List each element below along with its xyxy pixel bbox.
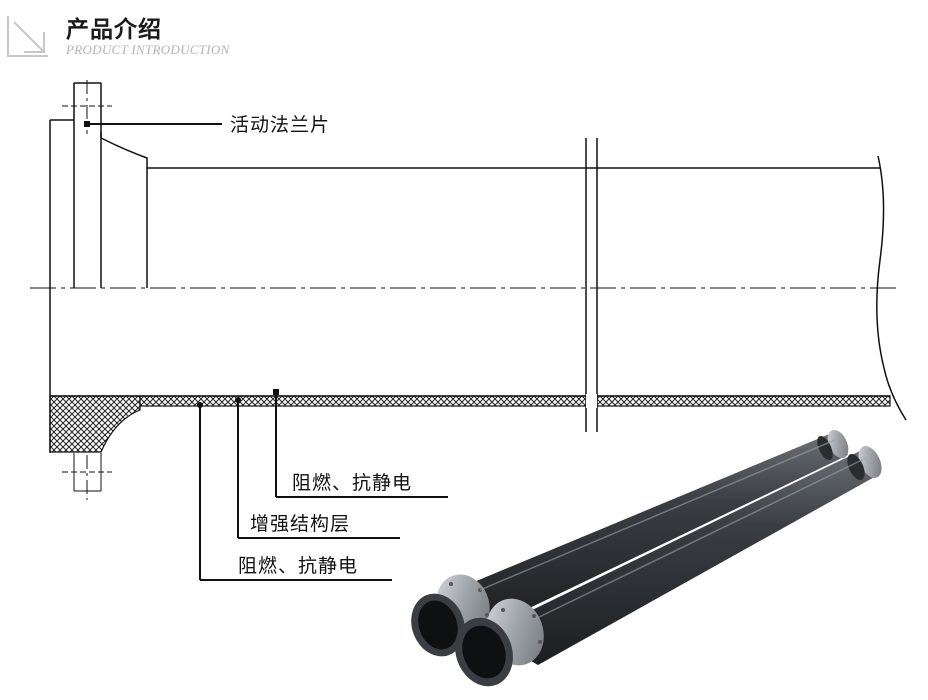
hatched-wall-section [49,394,891,453]
break-lines [585,138,598,432]
diagonal-arrow-icon [7,16,48,57]
label-outer-layer: 阻燃、抗静电 [238,555,358,577]
label-flange: 活动法兰片 [230,114,330,136]
label-reinforce-layer: 增强结构层 [250,513,350,535]
page-subtitle: PRODUCT INTRODUCTION [66,42,230,57]
leader-lines [84,121,448,581]
section-header: 产品介绍 PRODUCT INTRODUCTION [0,0,928,70]
flange-bolt-centerlines [62,80,112,500]
label-inner-layer: 阻燃、抗静电 [292,472,412,494]
page-title: 产品介绍 [66,17,162,43]
product-photo [411,429,882,687]
